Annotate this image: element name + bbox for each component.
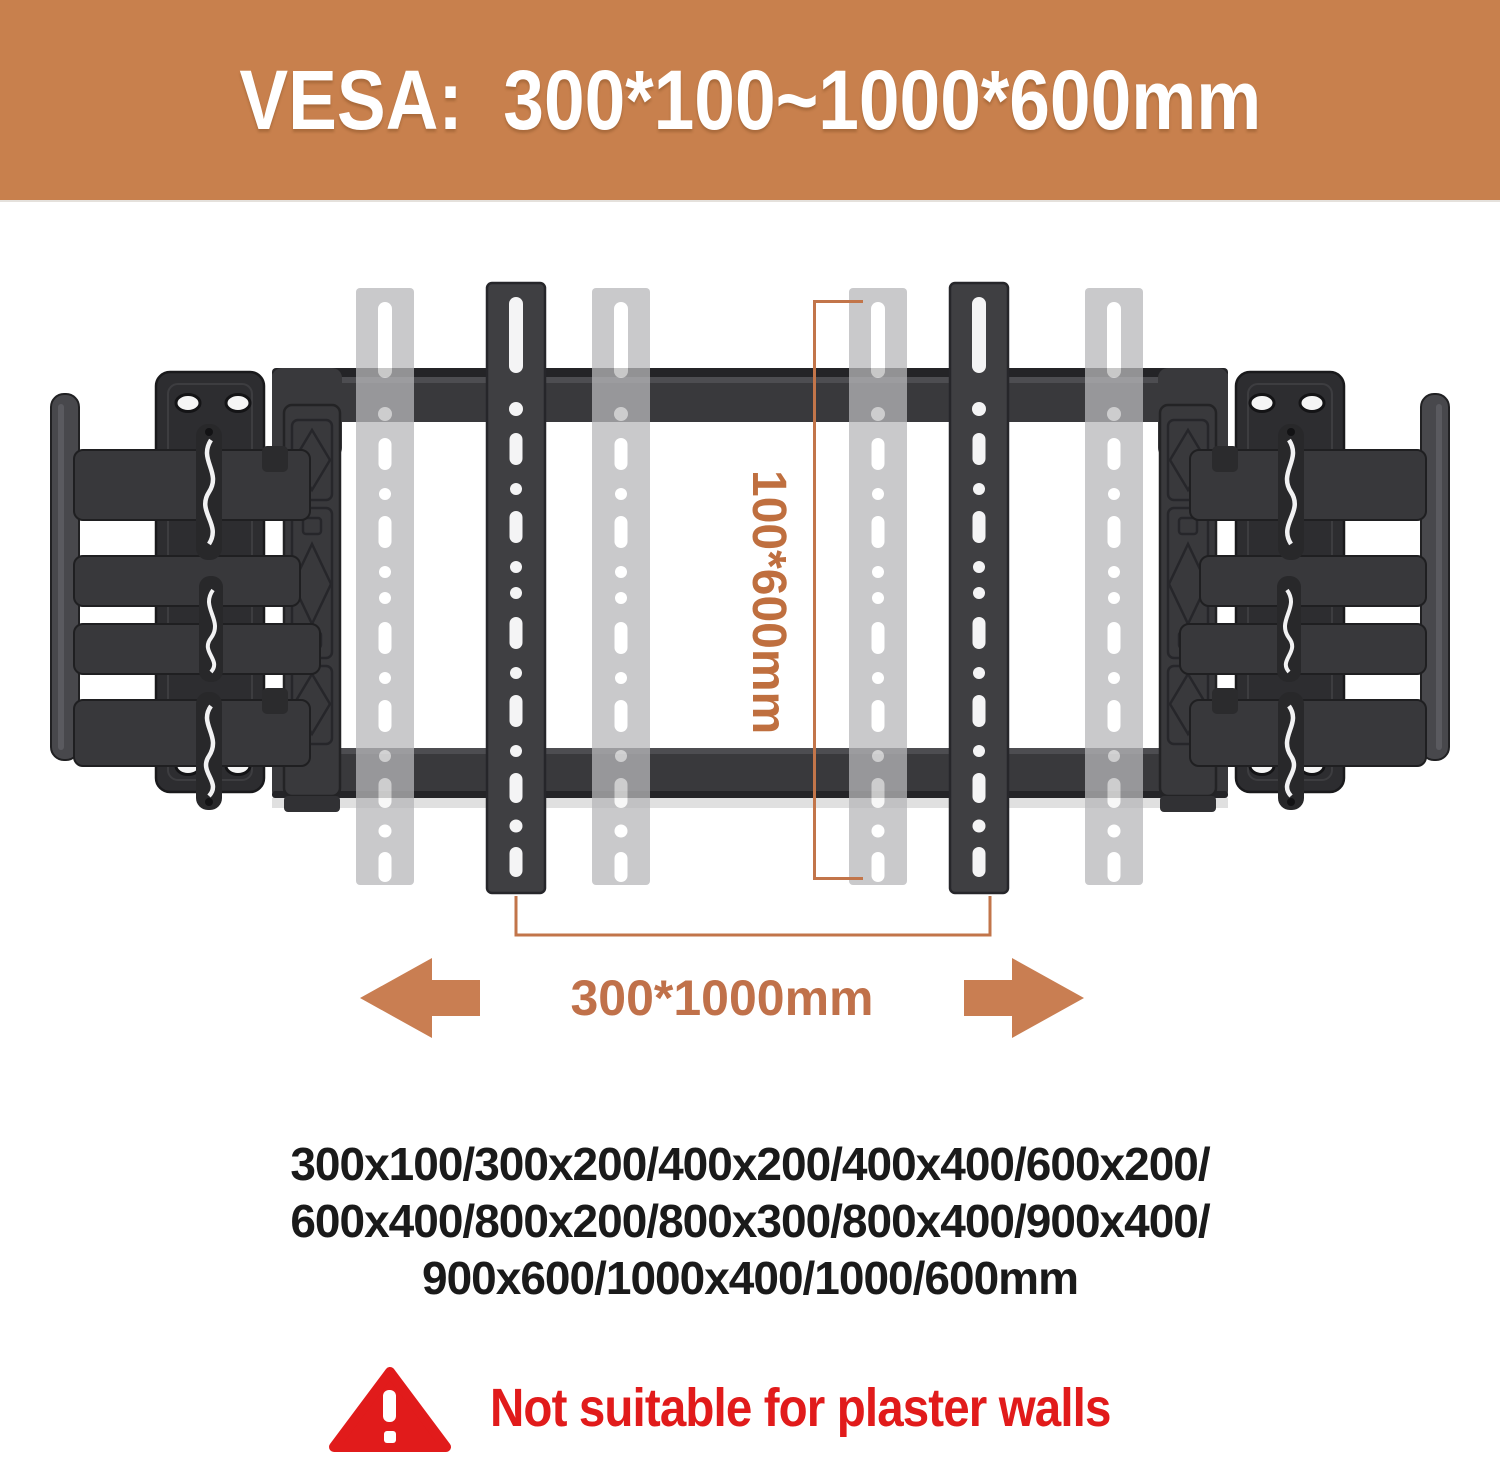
vesa-size-line-1: 300x100/300x200/400x200/400x400/600x200/ xyxy=(290,1138,1210,1190)
vesa-size-list: 300x100/300x200/400x200/400x400/600x200/… xyxy=(0,1136,1500,1307)
ghost-rail-1 xyxy=(356,288,414,885)
vesa-banner-title: VESA: 300*100~1000*600mm xyxy=(239,52,1261,147)
vesa-banner: VESA: 300*100~1000*600mm xyxy=(0,0,1500,202)
horizontal-dimension: 300*1000mm xyxy=(360,896,1084,1038)
right-block-arrow-icon xyxy=(964,958,1084,1038)
vertical-dimension-label: 100*600mm xyxy=(742,470,795,734)
frame-top-rail xyxy=(272,368,1228,458)
horizontal-dimension-label: 300*1000mm xyxy=(570,970,873,1026)
vesa-size-line-2: 600x400/800x200/800x300/800x400/900x400/ xyxy=(290,1195,1210,1247)
ghost-rail-3 xyxy=(849,288,907,885)
vertical-dimension: 100*600mm xyxy=(742,300,863,880)
ghost-rail-4 xyxy=(1085,288,1143,885)
warning-triangle-icon xyxy=(329,1367,451,1452)
tv-rail-left xyxy=(485,281,547,895)
tv-rail-right xyxy=(948,281,1010,895)
vesa-size-line-3: 900x600/1000x400/1000/600mm xyxy=(422,1252,1079,1304)
ghost-rail-2 xyxy=(592,288,650,885)
left-block-arrow-icon xyxy=(360,958,480,1038)
warning-text: Not suitable for plaster walls xyxy=(490,1378,1111,1438)
frame-bottom-rail xyxy=(272,748,1228,808)
ghost-rails xyxy=(356,288,1143,885)
